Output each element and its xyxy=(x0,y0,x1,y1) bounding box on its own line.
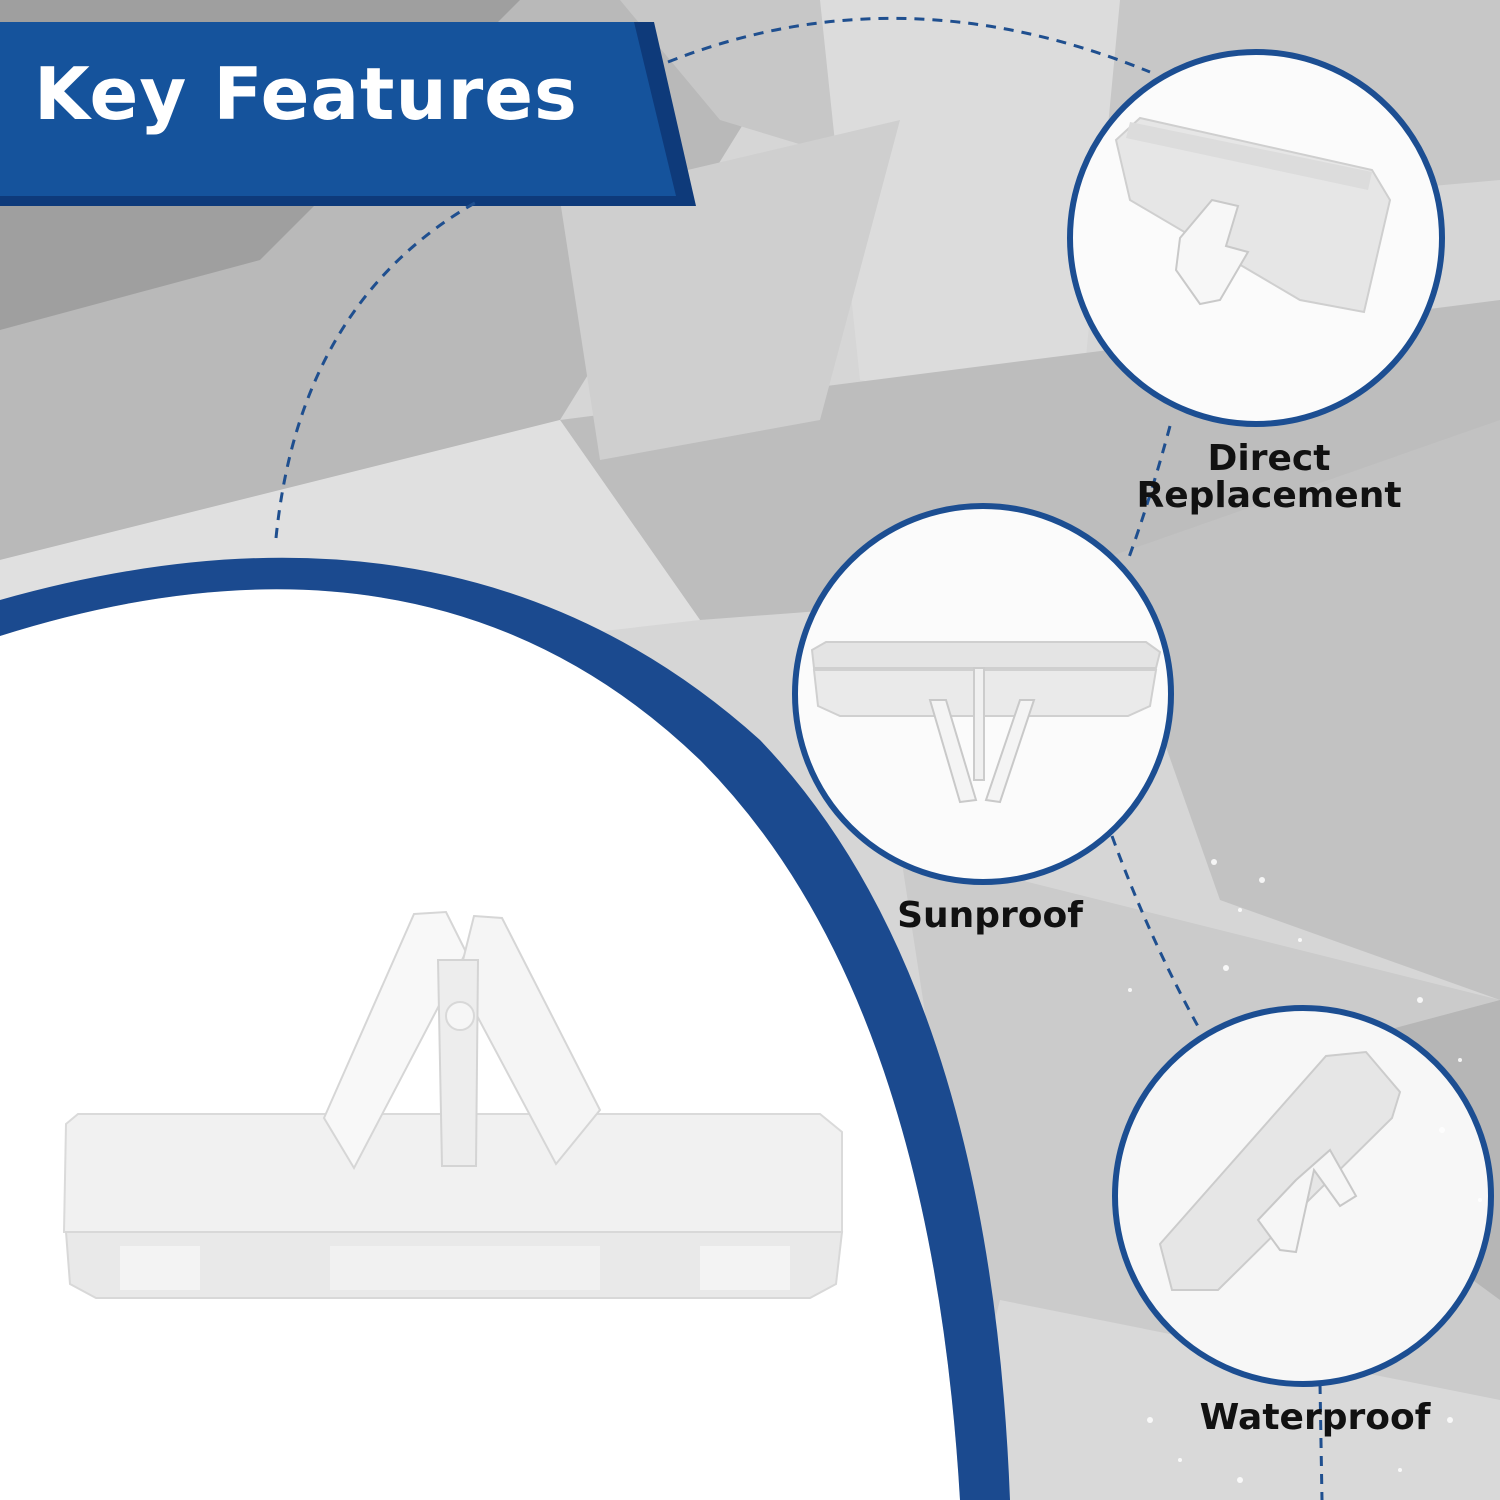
main-product-clip xyxy=(62,910,844,1299)
feature-circle-waterproof xyxy=(1112,1005,1494,1387)
blue-arc xyxy=(0,557,1010,1500)
push-clip-retainer-icon xyxy=(62,910,844,1299)
title-banner xyxy=(0,22,696,206)
feature-circle-direct-replacement xyxy=(1067,49,1445,427)
dashed-connectors xyxy=(274,16,1324,1500)
feature-label-sunproof: Sunproof xyxy=(897,895,1083,936)
feature-label-line: Direct xyxy=(1207,438,1331,479)
water-droplets xyxy=(1128,859,1482,1483)
feature-circle-sunproof xyxy=(792,503,1174,885)
push-clip-retainer-icon xyxy=(1158,1050,1402,1291)
feature-label-line: Replacement xyxy=(1136,475,1402,516)
page-title: Key Features xyxy=(34,52,578,136)
push-clip-retainer-icon xyxy=(810,641,1162,804)
feature-label-direct-replacement: Direct Replacement xyxy=(1124,440,1414,514)
feature-label-waterproof: Waterproof xyxy=(1199,1397,1431,1438)
push-clip-retainer-icon xyxy=(1114,116,1392,314)
